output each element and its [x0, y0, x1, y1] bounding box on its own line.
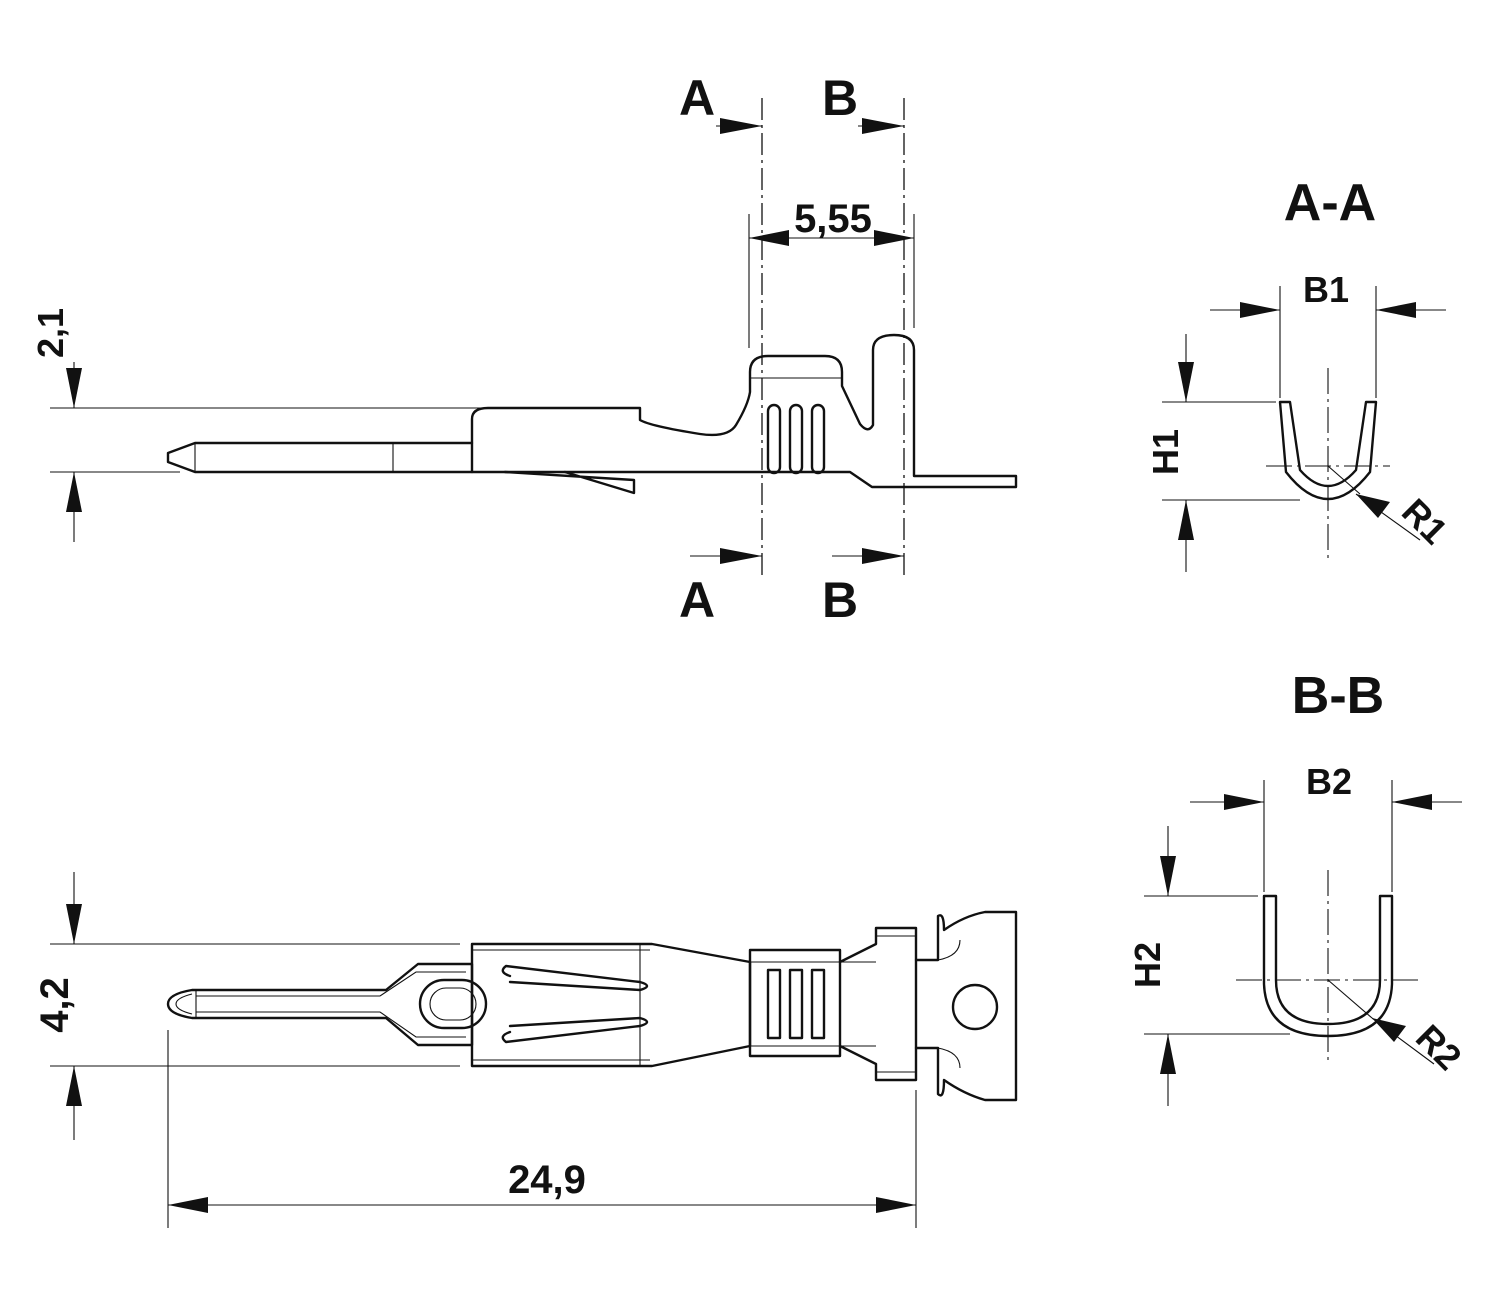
side-view: A B A B 5,55 2,1: [30, 70, 1018, 628]
top-view: 4,2 24,9: [33, 872, 1018, 1228]
dim-pin-height: 2,1: [30, 308, 71, 358]
section-bb-title: B-B: [1292, 667, 1384, 725]
section-marker-b-top: B: [822, 70, 858, 126]
section-bb: B-B B2 H2 R2: [1127, 667, 1470, 1106]
section-aa-height-label: H1: [1145, 429, 1186, 475]
section-aa-title: A-A: [1284, 174, 1376, 232]
dim-body-width: 4,2: [33, 977, 77, 1033]
dim-total-length: 24,9: [508, 1158, 586, 1202]
section-aa-width-label: B1: [1303, 269, 1349, 310]
section-marker-a-top: A: [679, 70, 715, 126]
section-bb-width-label: B2: [1306, 761, 1352, 802]
dim-crimp-length: 5,55: [794, 197, 872, 241]
section-marker-a-bottom: A: [679, 572, 715, 628]
section-bb-radius-label: R2: [1408, 1016, 1470, 1078]
section-bb-height-label: H2: [1127, 942, 1168, 988]
section-marker-b-bottom: B: [822, 572, 858, 628]
section-aa-radius-label: R1: [1394, 490, 1456, 552]
section-aa: A-A B1 H1 R1: [1145, 174, 1456, 572]
